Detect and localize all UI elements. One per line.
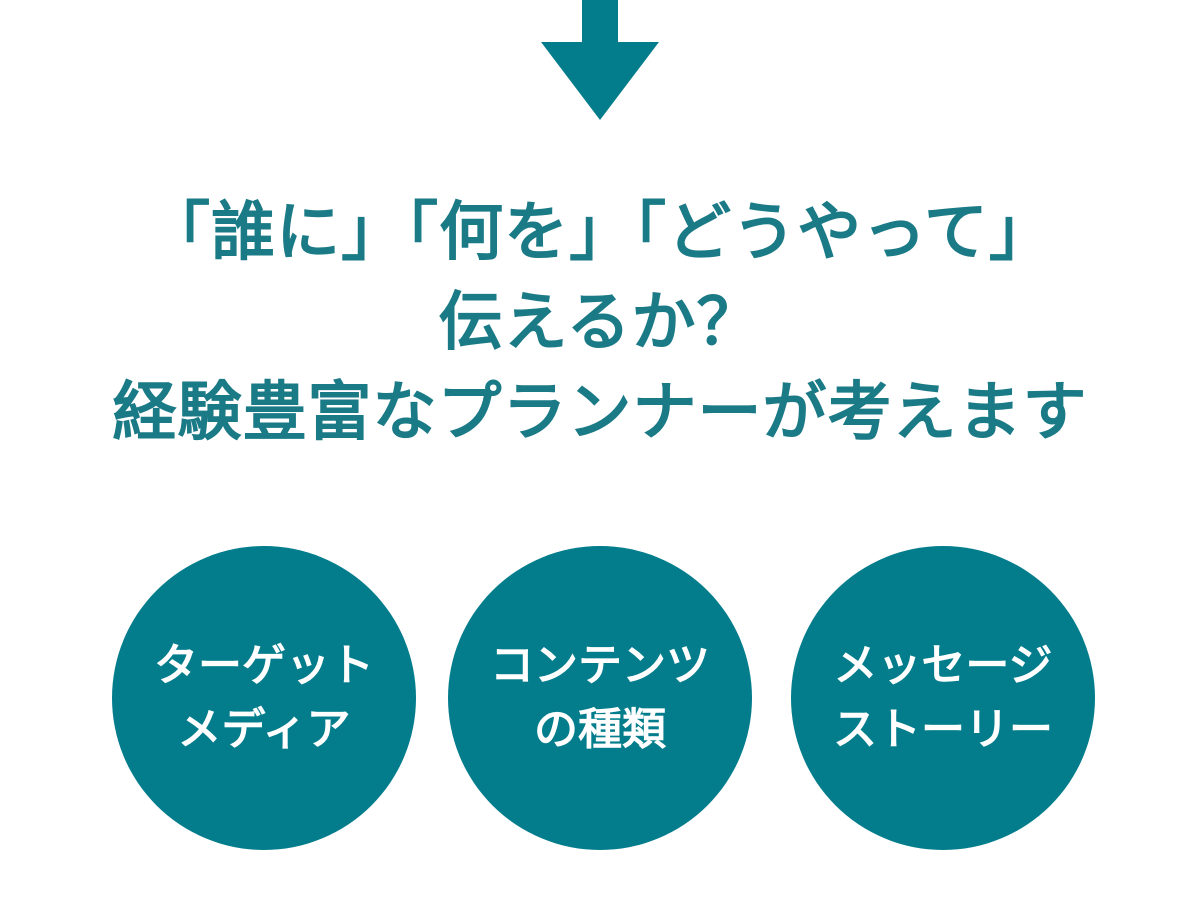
circle-message-story: メッセージ ストーリー (791, 546, 1095, 850)
headline-line-2: 伝えるか？ (438, 286, 762, 360)
circle-label-line-1: コンテンツ (490, 640, 710, 691)
circle-label-line-2: の種類 (534, 704, 666, 755)
headline-line-1: 「誰に」「何を」「どうやって」 (146, 196, 1054, 270)
circle-label-line-1: メッセージ (833, 640, 1053, 691)
circle-label-line-2: ストーリー (833, 704, 1053, 755)
circle-content-type: コンテンツ の種類 (448, 546, 752, 850)
circle-label-line-2: メディア (177, 704, 351, 755)
circle-label-line-1: ターゲット (154, 640, 374, 691)
circle-target-media: ターゲット メディア (112, 546, 416, 850)
down-arrow-icon (541, 0, 659, 120)
headline-line-3: 経験豊富なプランナーが考えます (112, 376, 1088, 450)
headline: 「誰に」「何を」「どうやって」 伝えるか？ 経験豊富なプランナーが考えます (0, 188, 1200, 458)
